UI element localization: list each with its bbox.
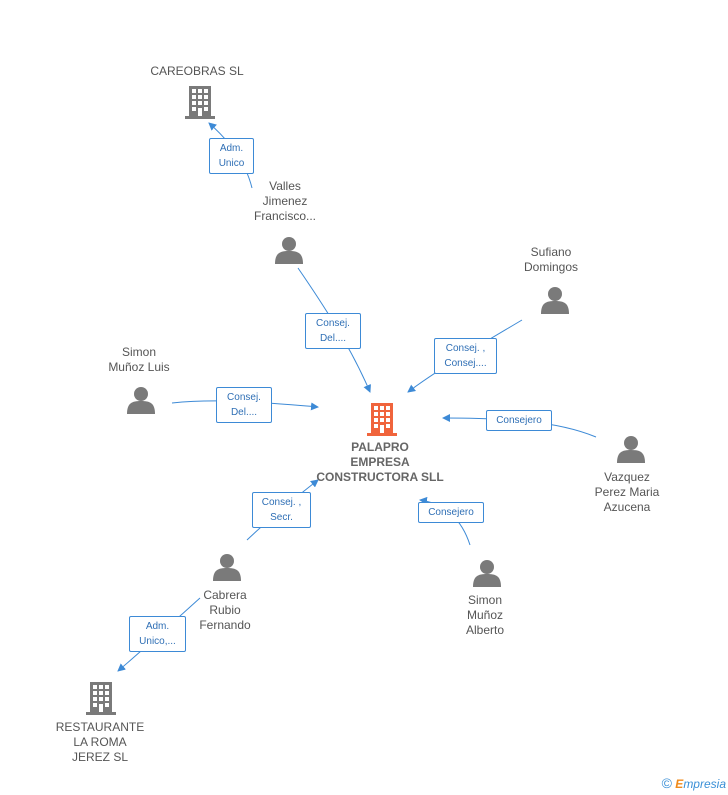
person-icon-simon-alberto bbox=[473, 560, 501, 587]
node-label-simon-luis[interactable]: Simon Muñoz Luis bbox=[108, 345, 170, 374]
edge-label-valles-careobras[interactable]: Adm. Unico bbox=[209, 138, 254, 174]
copyright-symbol: © bbox=[661, 775, 672, 791]
edge-label-sufiano-center[interactable]: Consej. , Consej.... bbox=[434, 338, 497, 374]
brand-initial: E bbox=[675, 777, 684, 791]
node-label-cabrera[interactable]: Cabrera Rubio Fernando bbox=[199, 588, 251, 632]
node-label-careobras[interactable]: CAREOBRAS SL bbox=[150, 64, 244, 78]
building-icon-restaurante bbox=[86, 682, 116, 715]
node-label-restaurante[interactable]: RESTAURANTE LA ROMA JEREZ SL bbox=[55, 720, 145, 764]
building-icon-center bbox=[367, 403, 397, 436]
edge-label-simon-luis-center[interactable]: Consej. Del.... bbox=[216, 387, 272, 423]
person-icon-simon-luis bbox=[127, 387, 155, 414]
building-icon-careobras bbox=[185, 86, 215, 119]
brand-name: mpresia bbox=[683, 777, 726, 791]
edge-label-vazquez-center[interactable]: Consejero bbox=[486, 410, 552, 431]
edge-label-cabrera-center[interactable]: Consej. , Secr. bbox=[252, 492, 311, 528]
edge-label-cabrera-restaurante[interactable]: Adm. Unico,... bbox=[129, 616, 186, 652]
person-icon-cabrera bbox=[213, 554, 241, 581]
footer-brand[interactable]: © Empresia bbox=[662, 775, 726, 791]
edge-label-simon-alberto-center[interactable]: Consejero bbox=[418, 502, 484, 523]
node-label-vazquez[interactable]: Vazquez Perez Maria Azucena bbox=[594, 470, 660, 514]
edge-label-valles-center[interactable]: Consej. Del.... bbox=[305, 313, 361, 349]
node-label-valles[interactable]: Valles Jimenez Francisco... bbox=[253, 179, 316, 223]
node-label-center[interactable]: PALAPRO EMPRESA CONSTRUCTORA SLL bbox=[316, 440, 444, 484]
person-icon-sufiano bbox=[541, 287, 569, 314]
person-icon-vazquez bbox=[617, 436, 645, 463]
node-label-simon-alberto[interactable]: Simon Muñoz Alberto bbox=[465, 593, 505, 637]
node-label-sufiano[interactable]: Sufiano Domingos bbox=[523, 245, 579, 274]
person-icon-valles bbox=[275, 237, 303, 264]
